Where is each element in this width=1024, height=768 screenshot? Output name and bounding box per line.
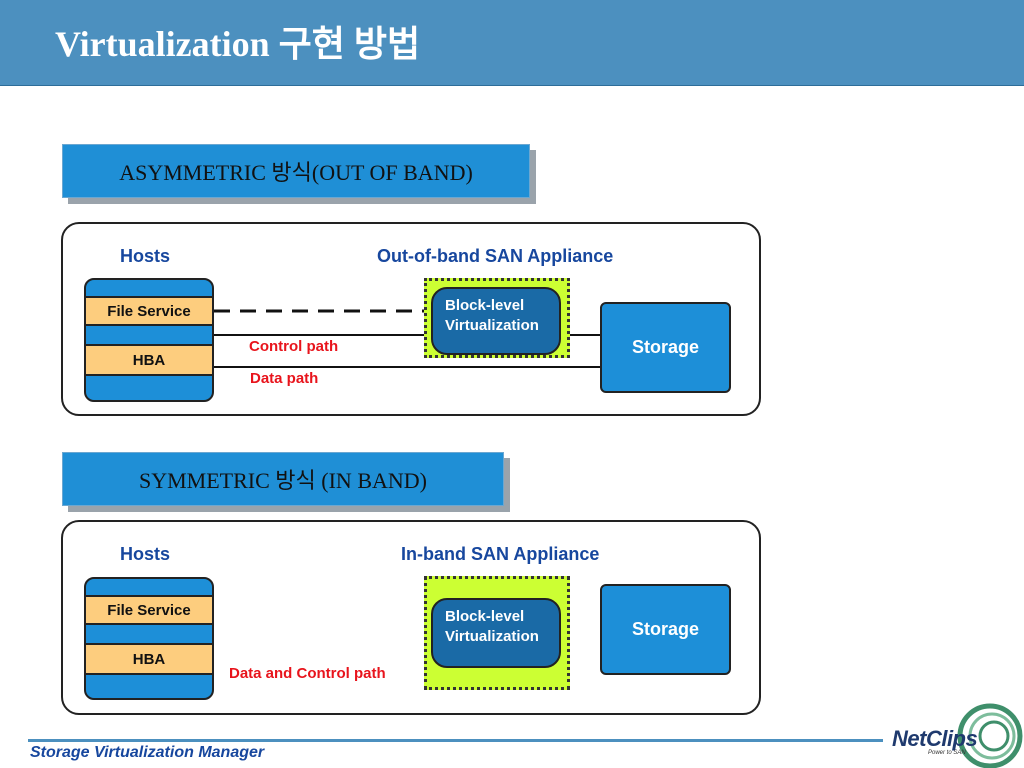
host-stack: File Service HBA bbox=[84, 577, 214, 700]
appliance-label: Out-of-band SAN Appliance bbox=[377, 246, 614, 266]
page-title: Virtualization 구현 방법 bbox=[55, 24, 421, 64]
appliance-label: In-band SAN Appliance bbox=[401, 544, 600, 564]
data-path-label: Data path bbox=[250, 370, 319, 387]
logo-swirl-icon bbox=[957, 703, 1023, 768]
file-service-row: File Service bbox=[86, 296, 212, 326]
control-path-label: Control path bbox=[249, 338, 339, 355]
logo-wordmark: NetClips bbox=[892, 726, 978, 751]
logo-tagline: Power to SAN bbox=[928, 750, 966, 756]
hba-row: HBA bbox=[86, 344, 212, 376]
symmetric-heading: SYMMETRIC 방식 (IN BAND) bbox=[62, 452, 504, 506]
footer-divider bbox=[28, 739, 883, 742]
title-divider bbox=[0, 85, 1024, 86]
asymmetric-heading: ASYMMETRIC 방식(OUT OF BAND) bbox=[62, 144, 530, 198]
storage-box: Storage bbox=[600, 584, 731, 675]
hosts-label: Hosts bbox=[120, 544, 171, 564]
data-and-control-path-label: Data and Control path bbox=[229, 665, 386, 682]
block-level-virtualization-box: Block-level Virtualization bbox=[431, 598, 561, 668]
file-service-row: File Service bbox=[86, 595, 212, 625]
storage-box: Storage bbox=[600, 302, 731, 393]
netclips-logo: NetClips Power to SAN bbox=[888, 700, 1024, 768]
hba-row: HBA bbox=[86, 643, 212, 675]
title-bar: Virtualization 구현 방법 bbox=[0, 0, 1024, 85]
block-level-virtualization-box: Block-level Virtualization bbox=[431, 287, 561, 355]
hosts-label: Hosts bbox=[120, 246, 171, 266]
host-stack: File Service HBA bbox=[84, 278, 214, 402]
footer-title: Storage Virtualization Manager bbox=[30, 744, 265, 761]
